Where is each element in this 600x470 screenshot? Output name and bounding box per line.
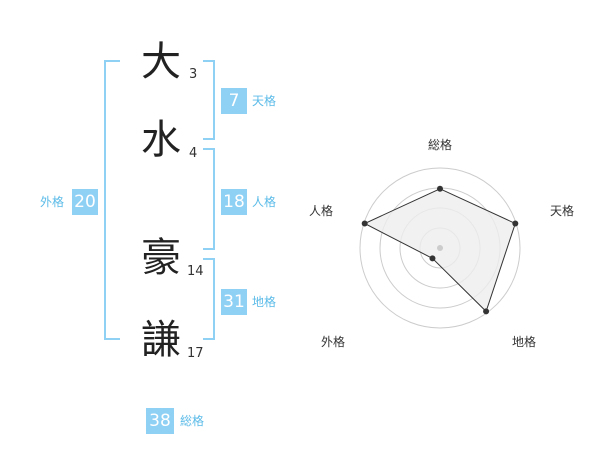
radar-axis-label-4: 外格 xyxy=(321,334,345,349)
tenkaku-label: 天格 xyxy=(252,94,277,108)
name-char-3: 豪 xyxy=(141,235,181,281)
chikaku-bracket xyxy=(203,258,215,340)
name-char-3-strokes: 14 xyxy=(187,264,204,279)
gaikaku-bracket xyxy=(104,60,120,340)
radar-point-3 xyxy=(483,308,490,315)
radar-point-2 xyxy=(512,220,519,227)
tenkaku-value-badge: 7 xyxy=(221,88,247,114)
soukaku-value-badge: 38 xyxy=(146,408,174,434)
radar-center-dot xyxy=(437,245,443,251)
gaikaku-value-badge: 20 xyxy=(72,189,98,215)
tenkaku-bracket xyxy=(203,60,215,140)
name-char-4: 謙 xyxy=(141,317,181,363)
jinkaku-bracket xyxy=(203,148,215,250)
name-char-2: 水 xyxy=(141,117,181,163)
jinkaku-value-badge: 18 xyxy=(221,189,247,215)
radar-data-points xyxy=(361,185,519,315)
gaikaku-label: 外格 xyxy=(40,195,65,209)
chikaku-value-badge: 31 xyxy=(221,289,247,315)
radar-axis-label-3: 地格 xyxy=(512,334,536,349)
name-char-1: 大 xyxy=(141,39,181,85)
radar-point-1 xyxy=(437,185,443,192)
soukaku-label: 総格 xyxy=(180,414,205,428)
chikaku-label: 地格 xyxy=(252,295,277,309)
jinkaku-label: 人格 xyxy=(252,195,277,209)
name-char-4-strokes: 17 xyxy=(187,346,204,361)
radar-axis-label-2: 天格 xyxy=(550,203,574,218)
name-char-1-strokes: 3 xyxy=(189,67,198,82)
radar-point-5 xyxy=(361,220,368,227)
radar-point-4 xyxy=(429,255,436,262)
radar-axis-label-5: 人格 xyxy=(309,203,333,218)
radar-ring xyxy=(359,167,521,329)
radar-axis-label-1: 総格 xyxy=(428,137,452,152)
name-char-2-strokes: 4 xyxy=(189,146,198,161)
